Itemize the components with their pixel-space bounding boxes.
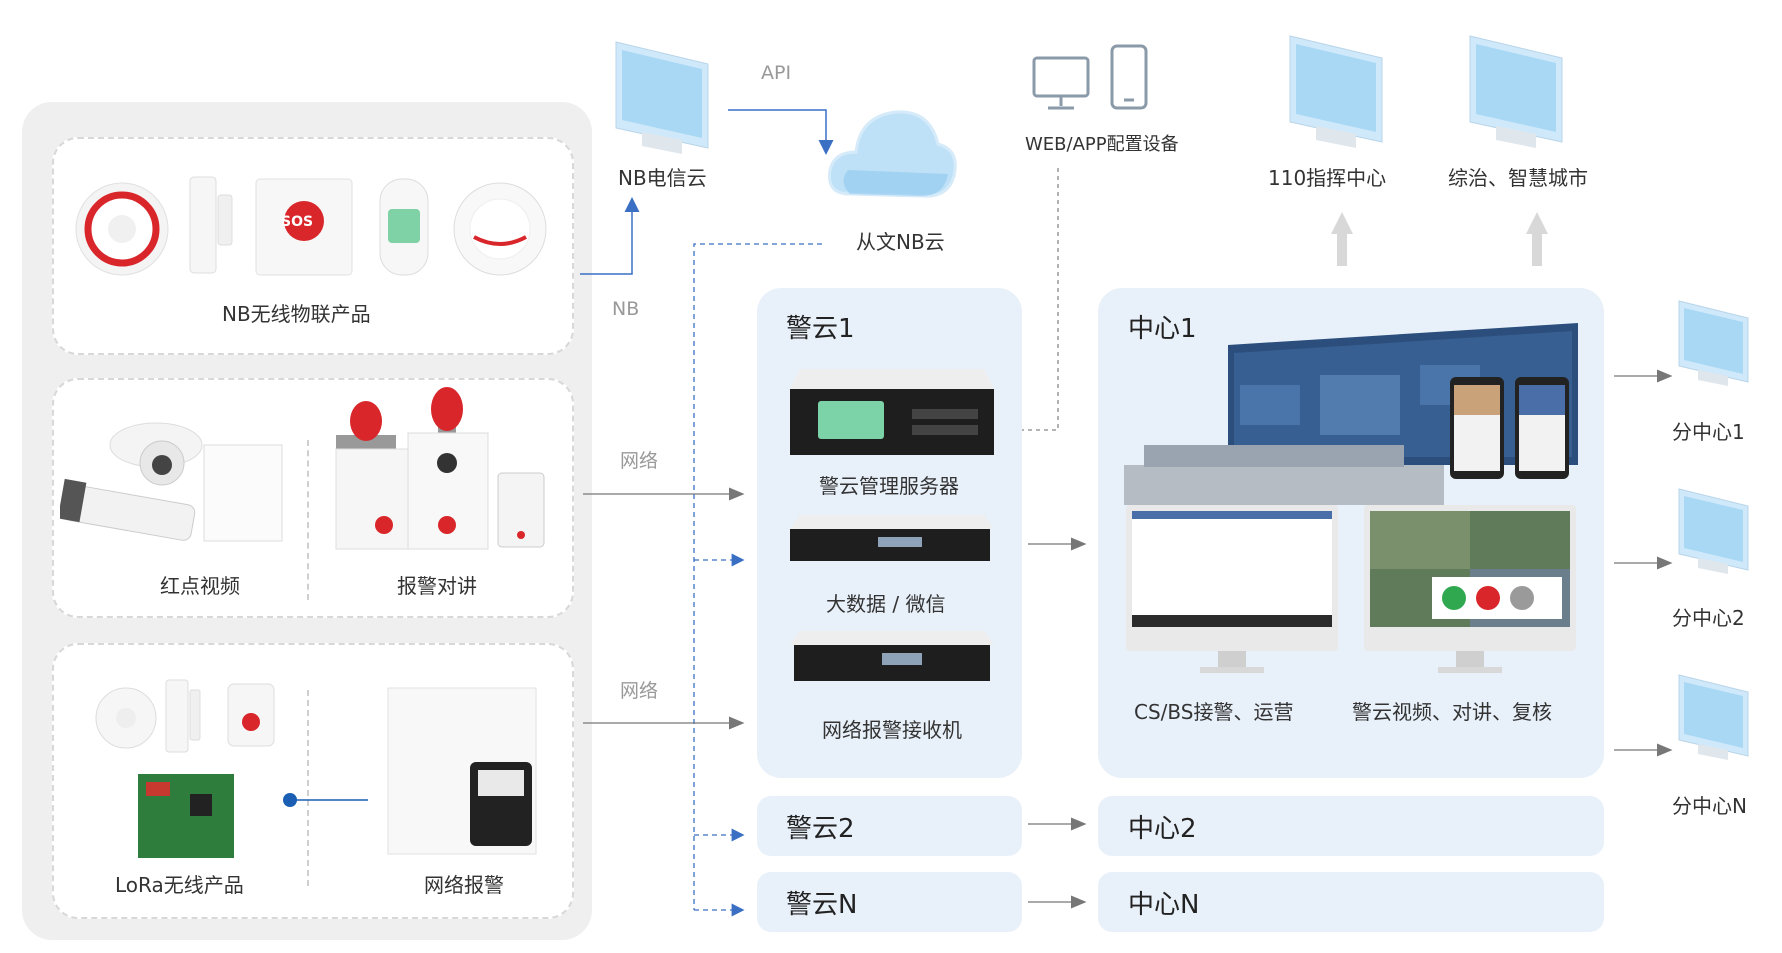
lora-network-illustration [95, 679, 537, 858]
cs-bs-label: CS/BS接警、运营 [1134, 700, 1294, 724]
video-review-monitor-icon [1364, 505, 1576, 673]
smart-city-label: 综治、智慧城市 [1448, 166, 1588, 190]
control-room-illustration [1124, 323, 1578, 673]
video-review-label: 警云视频、对讲、复核 [1352, 700, 1552, 724]
center-2-box [1098, 796, 1604, 856]
alarm-intercom-device-icon [335, 387, 545, 550]
phone-app-icon [1450, 377, 1569, 479]
receiver-label: 网络报警接收机 [822, 718, 962, 742]
sub-center-1-label: 分中心1 [1672, 420, 1745, 444]
dome-camera-icon [109, 422, 203, 486]
nb-telecom-cloud-label: NB电信云 [618, 166, 707, 190]
center-110-label: 110指挥中心 [1268, 166, 1387, 190]
network-alarm-label: 网络报警 [424, 873, 504, 897]
sub-center-n-label: 分中心N [1672, 794, 1747, 818]
sos-button-icon [255, 178, 353, 276]
network-alarm-host-icon [387, 687, 537, 855]
lora-link-line [283, 793, 368, 807]
siren-device-icon [75, 182, 169, 276]
video-intercom-illustration [60, 387, 545, 550]
web-app-devices [1032, 44, 1148, 110]
phone-icon [1110, 44, 1148, 110]
center-1-title: 中心1 [1128, 314, 1197, 344]
monitor-icon [615, 41, 709, 154]
cs-bs-monitor-icon [1126, 505, 1338, 673]
center-2-title: 中心2 [1128, 814, 1197, 844]
door-contact-icon [165, 679, 201, 753]
desktop-icon [1032, 56, 1090, 110]
web-app-config-label: WEB/APP配置设备 [1025, 134, 1179, 155]
monitor-icon [1469, 35, 1563, 148]
center-n-title: 中心N [1128, 890, 1200, 920]
police-cloud-1-title: 警云1 [786, 314, 855, 344]
up-arrow-icon [1526, 212, 1548, 266]
nb-products-label: NB无线物联产品 [222, 302, 371, 326]
panic-button-icon [227, 683, 275, 747]
center-n-box [1098, 872, 1604, 932]
lora-products-label: LoRa无线产品 [115, 873, 244, 897]
police-cloud-2-title: 警云2 [786, 814, 855, 844]
monitor-icon [1289, 35, 1383, 148]
police-cloud-n-box [757, 872, 1022, 932]
cloud-icon [827, 110, 957, 198]
nb-devices-illustration [75, 176, 547, 276]
police-cloud-2-box [757, 796, 1022, 856]
monitor-icon [1678, 300, 1749, 386]
smoke-sensor-icon [95, 687, 157, 749]
sos-text: SOS [281, 214, 314, 230]
bullet-camera-icon [60, 478, 196, 541]
servers-illustration [790, 369, 994, 681]
alarm-intercom-label: 报警对讲 [397, 574, 477, 598]
desks-icon [1124, 445, 1444, 505]
divider [307, 690, 309, 886]
divider [307, 440, 309, 600]
smoke-detector-icon [453, 182, 547, 276]
monitor-icon [1678, 674, 1749, 760]
monitor-icon [1678, 488, 1749, 574]
server-label: 警云管理服务器 [819, 474, 959, 498]
video-box-icon [203, 444, 283, 542]
pir-sensor-icon [379, 178, 429, 276]
api-label: API [761, 62, 792, 84]
police-cloud-n-title: 警云N [786, 890, 858, 920]
lora-board-icon [138, 774, 234, 858]
network-label-2: 网络 [620, 680, 659, 702]
nb-label: NB [612, 298, 640, 320]
bigdata-server-icon [790, 515, 994, 561]
door-sensor-icon [189, 176, 233, 274]
red-dot-video-label: 红点视频 [160, 574, 240, 598]
bigdata-label: 大数据 / 微信 [826, 592, 946, 616]
sub-center-2-label: 分中心2 [1672, 606, 1745, 630]
network-label-1: 网络 [620, 450, 659, 472]
management-server-icon [790, 369, 994, 455]
alarm-receiver-icon [790, 631, 994, 681]
congwen-nb-cloud-label: 从文NB云 [856, 230, 945, 254]
up-arrow-icon [1331, 212, 1353, 266]
